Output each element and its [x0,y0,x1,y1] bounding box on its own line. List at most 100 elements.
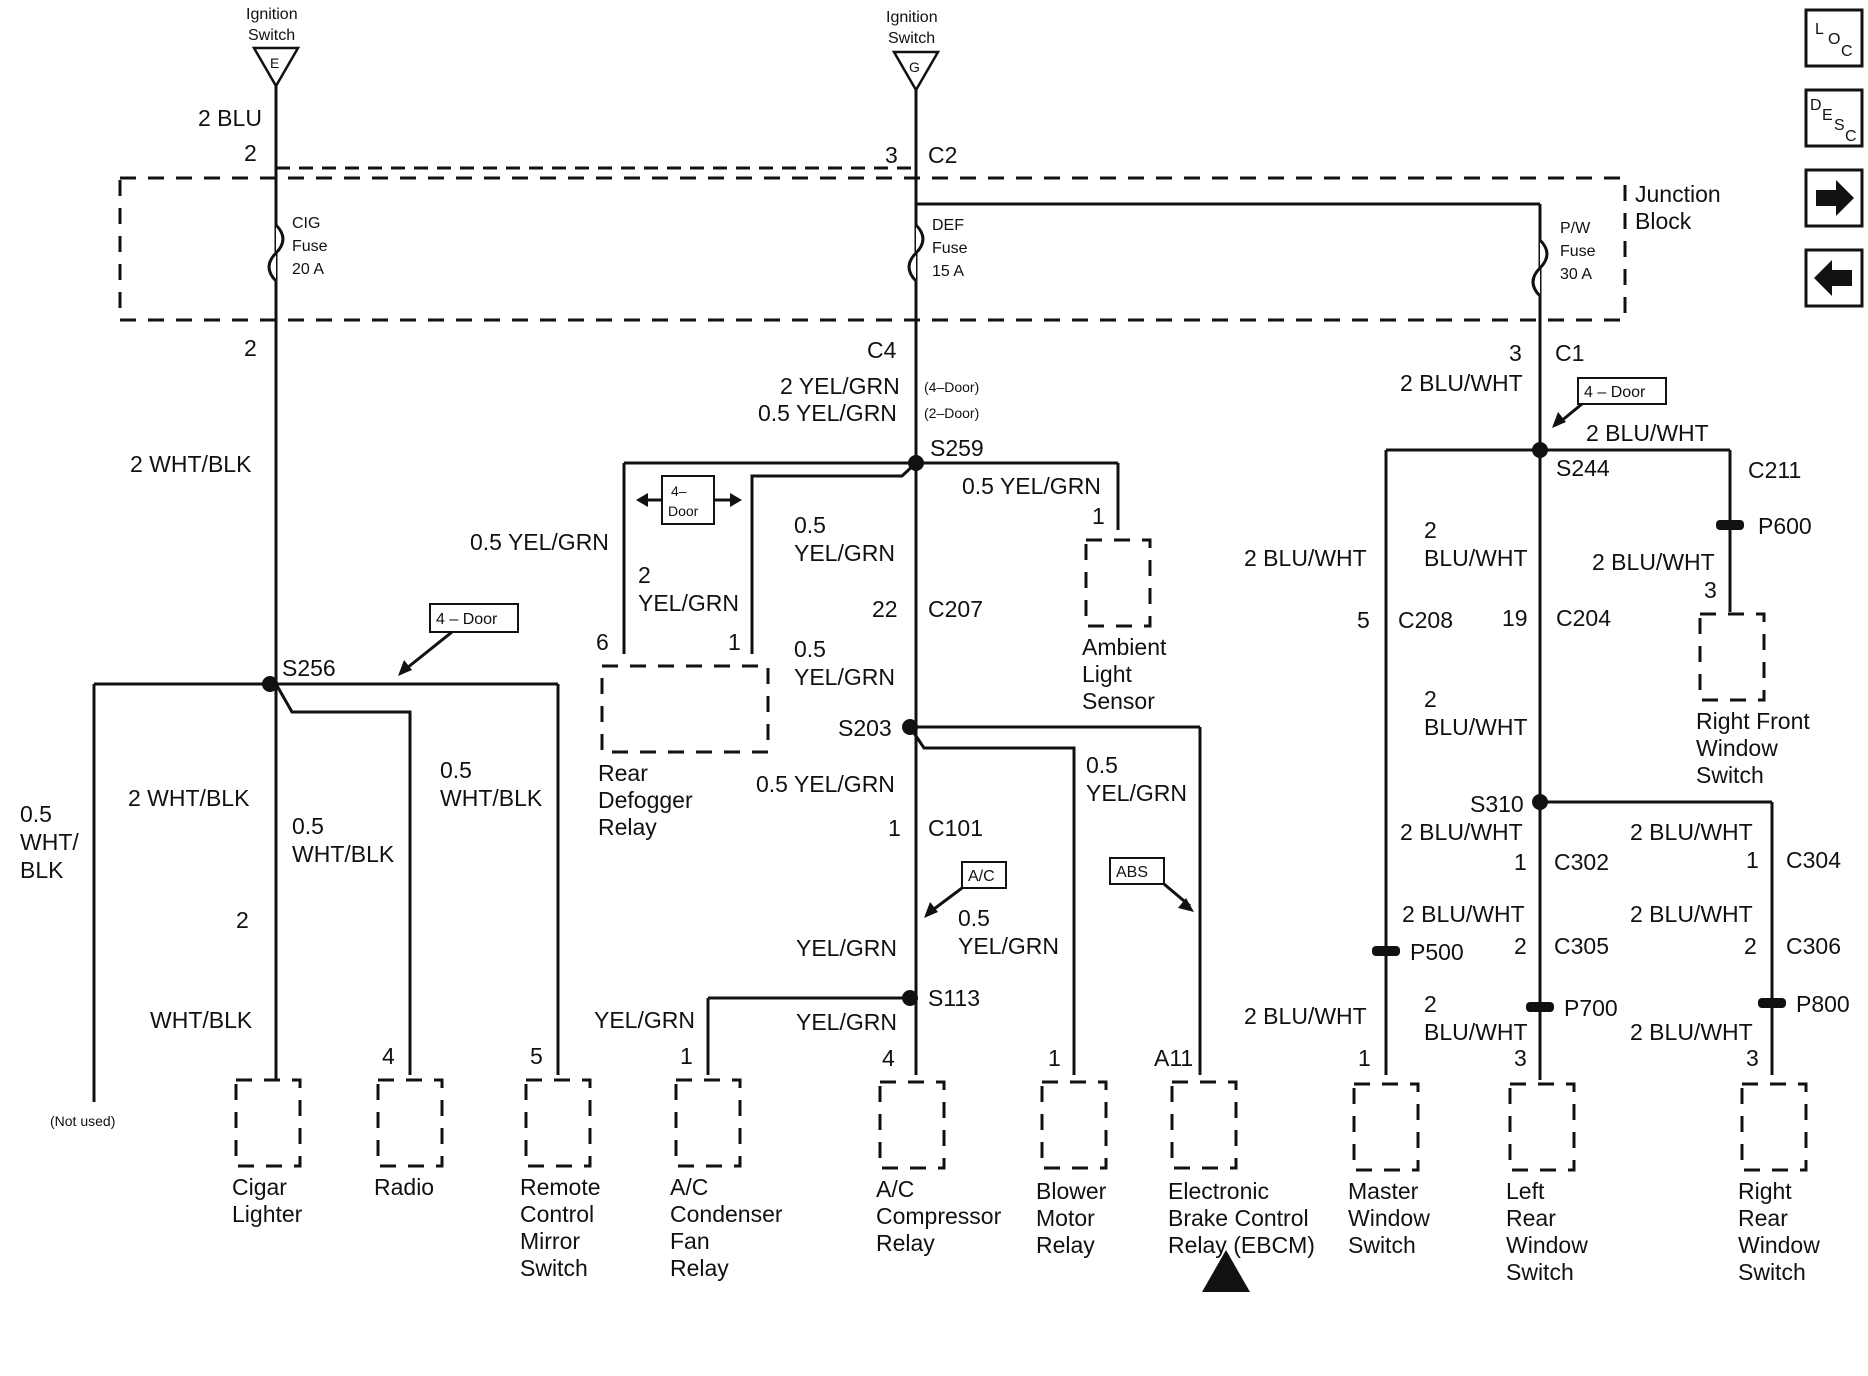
svg-text:C1: C1 [1555,340,1584,366]
svg-text:1: 1 [888,815,901,841]
svg-text:2: 2 [638,562,651,588]
connector-p700 [1526,1002,1554,1012]
option-tag-4door: 4 – Door [398,603,519,676]
svg-text:(2–Door): (2–Door) [924,405,979,421]
svg-text:2: 2 [236,907,249,933]
svg-text:2: 2 [1514,933,1527,959]
ac-condenser-fan-relay: A/C Condenser Fan Relay [670,1174,783,1281]
svg-text:Rear: Rear [598,760,648,786]
svg-text:Relay (EBCM): Relay (EBCM) [1168,1232,1315,1258]
svg-text:2 BLU/WHT: 2 BLU/WHT [1630,819,1753,845]
svg-text:Fuse: Fuse [932,240,968,257]
svg-text:CIG: CIG [292,215,320,232]
left-rear-window-switch: Left Rear Window Switch [1506,1178,1588,1285]
svg-text:A11: A11 [1154,1045,1193,1071]
svg-text:Brake Control: Brake Control [1168,1205,1309,1231]
defogger-relay-box [600,664,770,754]
svg-text:YEL/GRN: YEL/GRN [794,540,895,566]
svg-text:O: O [1828,31,1840,48]
svg-text:BLU/WHT: BLU/WHT [1424,545,1528,571]
svg-text:C204: C204 [1556,605,1611,631]
svg-text:2 BLU/WHT: 2 BLU/WHT [1630,1019,1753,1045]
svg-text:4 – Door: 4 – Door [1584,384,1646,401]
master-window-switch: Master Window Switch [1348,1178,1430,1258]
blower-motor-relay: Blower Motor Relay [1036,1178,1107,1258]
svg-text:2 BLU/WHT: 2 BLU/WHT [1400,370,1523,396]
svg-text:C304: C304 [1786,847,1841,873]
svg-text:Light: Light [1082,661,1132,687]
svg-text:E: E [270,55,279,71]
svg-text:Condenser: Condenser [670,1201,783,1227]
next-arrow-button[interactable] [1804,168,1864,228]
def-fuse: DEF Fuse 15 A [907,217,968,283]
svg-text:Switch: Switch [1506,1259,1574,1285]
svg-text:P600: P600 [1758,513,1812,539]
master-switch-box [1352,1082,1420,1172]
svg-text:Defogger: Defogger [598,787,693,813]
svg-text:2 BLU/WHT: 2 BLU/WHT [1402,901,1525,927]
svg-text:C208: C208 [1398,607,1453,633]
svg-text:Fuse: Fuse [1560,243,1596,260]
svg-text:Ignition: Ignition [886,9,938,26]
svg-text:3: 3 [1704,577,1717,603]
prev-arrow-button[interactable] [1804,248,1864,308]
svg-text:15 A: 15 A [932,263,964,280]
ebcm-box [1170,1080,1238,1170]
compressor-relay-box [878,1080,946,1170]
svg-text:6: 6 [596,629,609,655]
svg-text:S203: S203 [838,715,892,741]
svg-text:5: 5 [1357,607,1370,633]
svg-text:2 WHT/BLK: 2 WHT/BLK [130,451,252,477]
svg-text:BLU/WHT: BLU/WHT [1424,1019,1528,1045]
svg-text:C211: C211 [1748,457,1801,483]
svg-text:Mirror: Mirror [520,1228,580,1254]
svg-text:E: E [1822,107,1833,124]
option-tag-abs: ABS [1109,857,1194,912]
svg-text:P700: P700 [1564,995,1618,1021]
svg-text:3: 3 [1514,1045,1527,1071]
rear-defogger-relay: Rear Defogger Relay [598,760,693,840]
svg-text:Sensor: Sensor [1082,688,1155,714]
svg-text:Rear: Rear [1738,1205,1788,1231]
svg-text:2: 2 [1424,686,1437,712]
svg-text:5: 5 [530,1043,543,1069]
svg-text:C101: C101 [928,815,983,841]
svg-text:YEL/GRN: YEL/GRN [638,590,739,616]
svg-text:P800: P800 [1796,991,1850,1017]
svg-text:2 WHT/BLK: 2 WHT/BLK [128,785,250,811]
desc-button[interactable]: D E S C [1804,88,1864,148]
svg-text:YEL/GRN: YEL/GRN [1086,780,1187,806]
svg-text:YEL/GRN: YEL/GRN [796,1009,897,1035]
right-rear-window-switch: Right Rear Window Switch [1738,1178,1820,1285]
svg-text:S259: S259 [930,435,984,461]
svg-text:Switch: Switch [888,30,935,47]
connector-p500 [1372,946,1400,956]
svg-text:Window: Window [1506,1232,1588,1258]
condenser-fan-relay-box [674,1078,742,1168]
connector-p600 [1716,520,1744,530]
svg-text:2 BLU/WHT: 2 BLU/WHT [1586,420,1709,446]
svg-text:0.5: 0.5 [440,757,472,783]
option-tag-4door-right: 4 – Door [1552,377,1667,428]
svg-text:Rear: Rear [1506,1205,1556,1231]
svg-text:S: S [1834,117,1845,134]
arrow-right-icon [1816,180,1854,216]
svg-text:S256: S256 [282,655,336,681]
svg-text:2: 2 [1424,517,1437,543]
svg-text:0.5 YEL/GRN: 0.5 YEL/GRN [962,473,1101,499]
svg-text:4: 4 [882,1045,895,1071]
svg-text:2: 2 [1424,991,1437,1017]
svg-text:2 BLU/WHT: 2 BLU/WHT [1400,819,1523,845]
svg-text:WHT/: WHT/ [20,829,79,855]
svg-text:19: 19 [1502,605,1528,631]
svg-text:30 A: 30 A [1560,266,1592,283]
svg-text:20 A: 20 A [292,261,324,278]
svg-text:YEL/GRN: YEL/GRN [796,935,897,961]
svg-text:Window: Window [1348,1205,1430,1231]
loc-button[interactable]: L O C [1804,8,1864,68]
radio: Radio [374,1174,434,1200]
svg-text:Right Front: Right Front [1696,708,1810,734]
mirror-switch-box [524,1078,592,1168]
svg-text:YEL/GRN: YEL/GRN [794,664,895,690]
